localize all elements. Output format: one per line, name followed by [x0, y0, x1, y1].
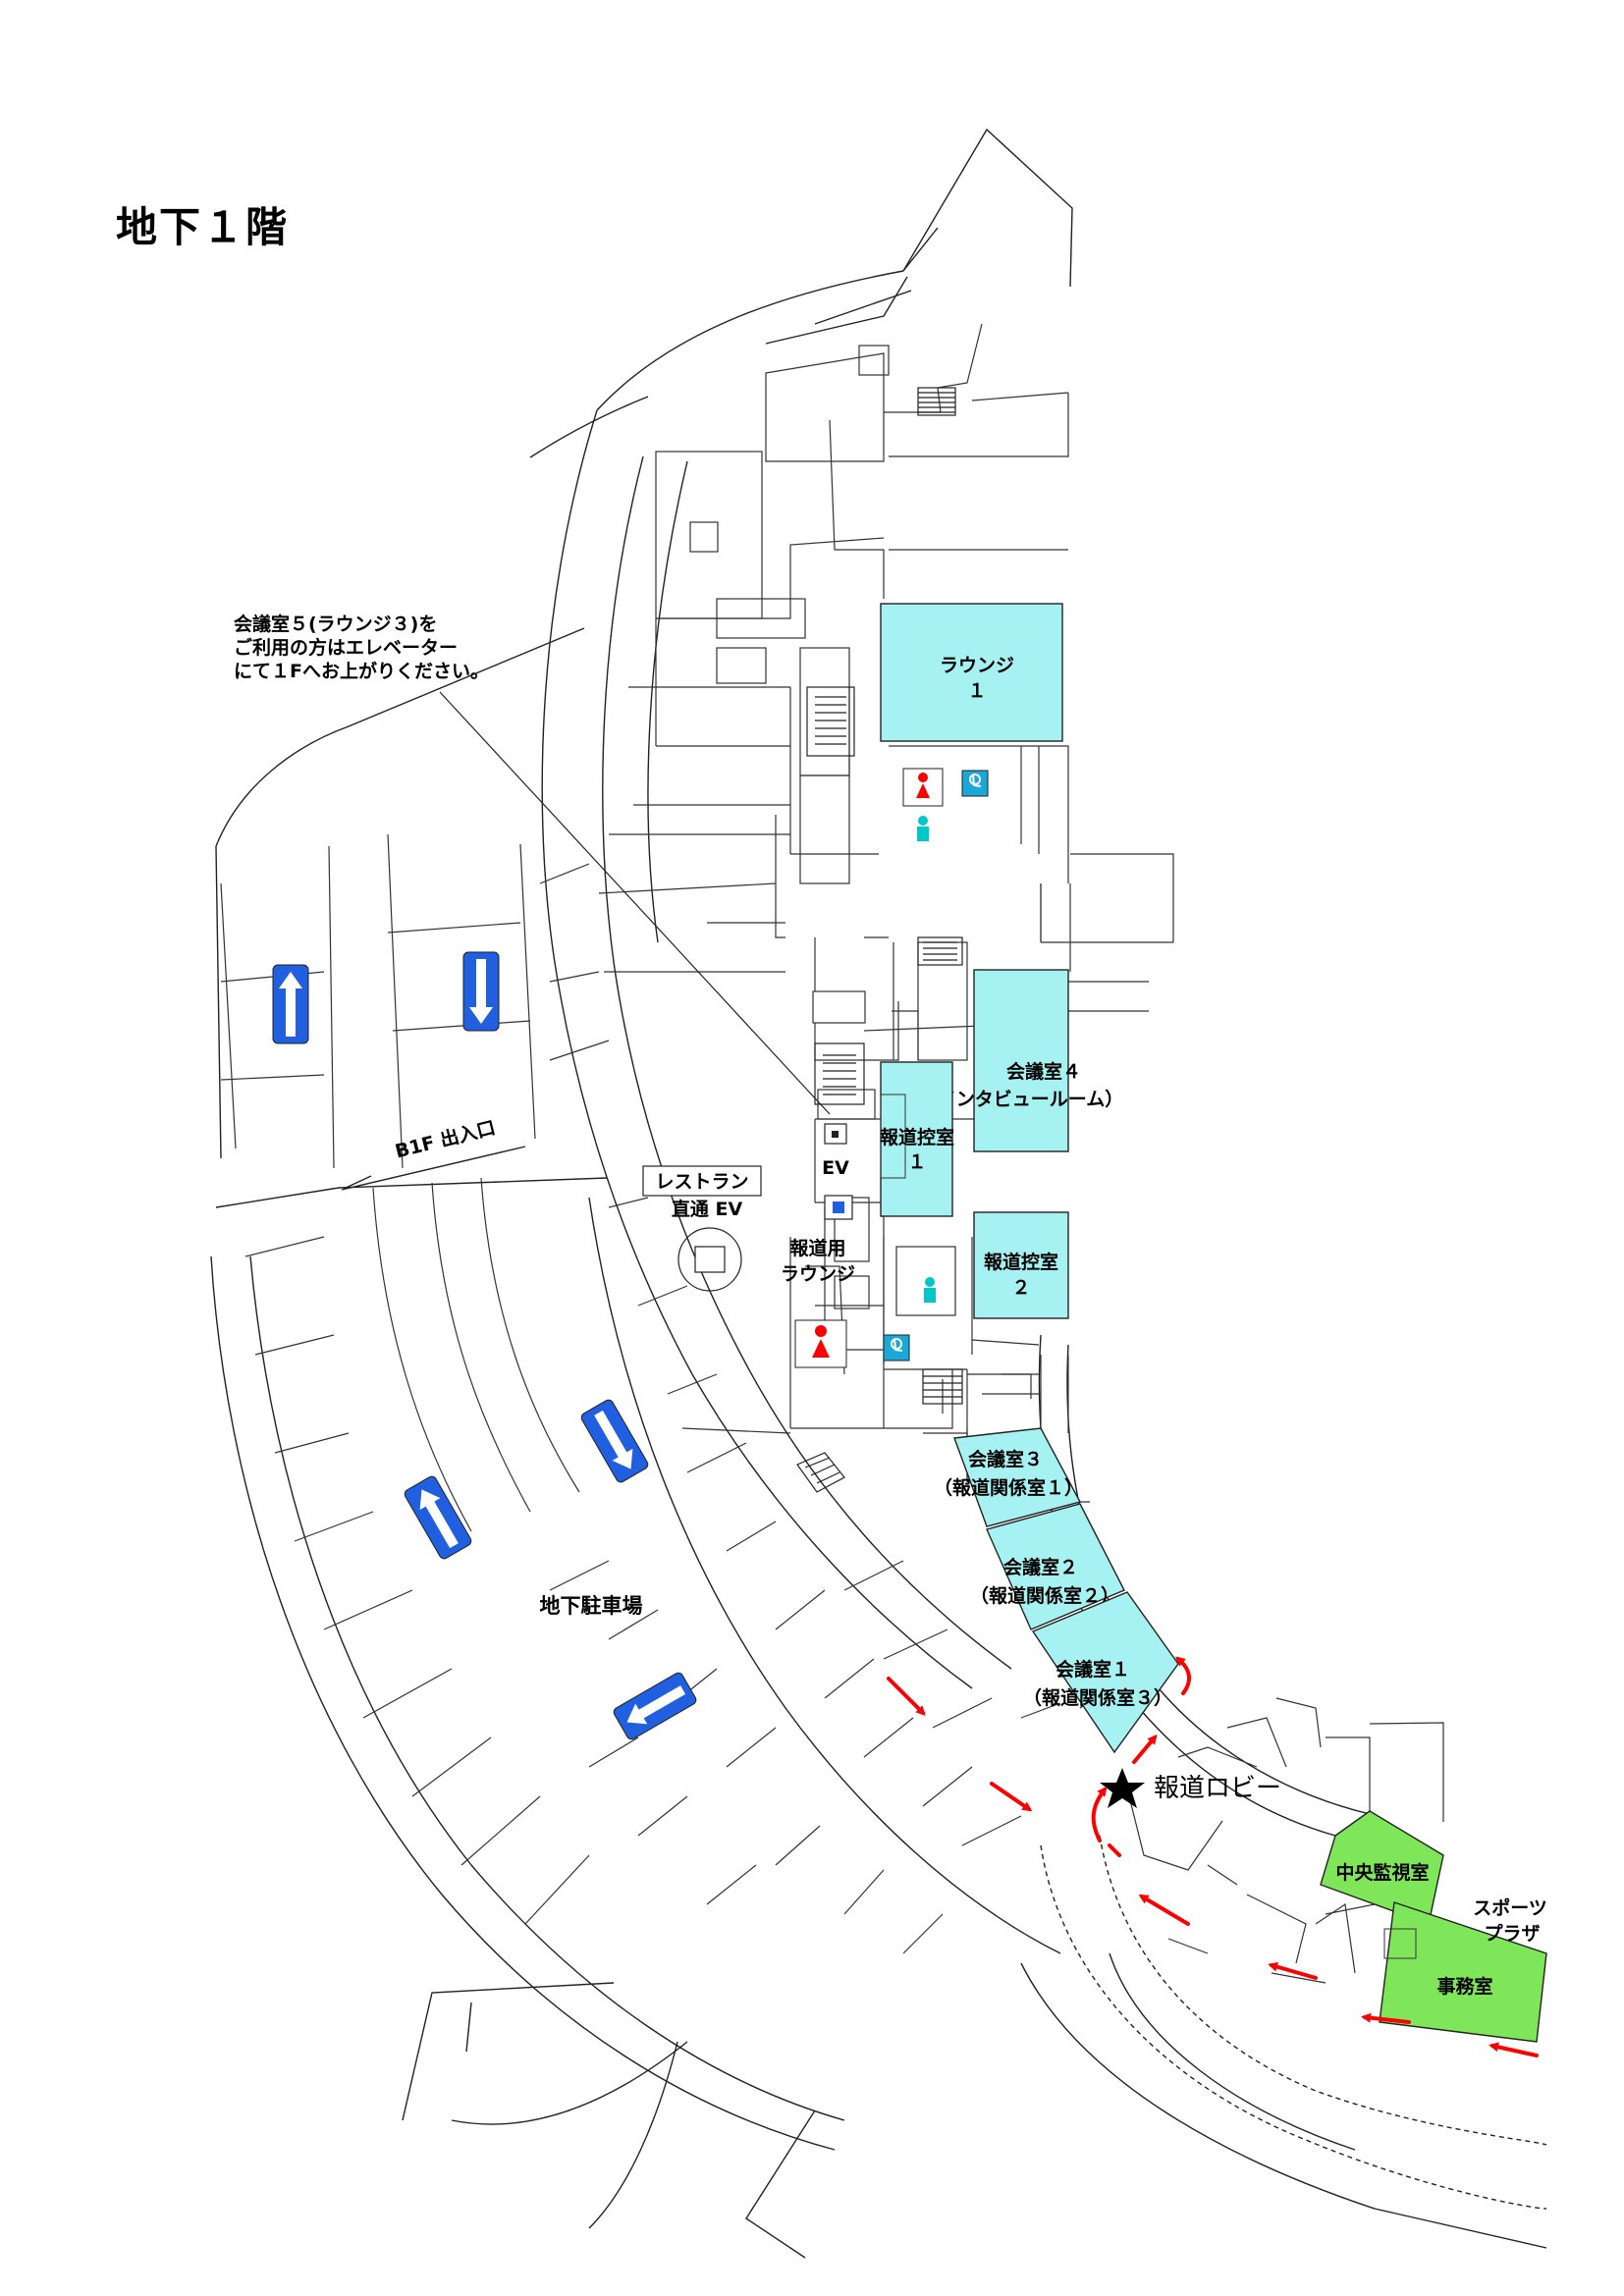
room-conference-3-name: 会議室３ — [968, 1448, 1043, 1470]
press-lobby-marker: 報道ロビー — [1100, 1768, 1281, 1808]
room-press-waiting-1-name: 報道控室 — [880, 1126, 954, 1148]
east-blocks — [1128, 1697, 1444, 1984]
restaurant-elevator-icon — [677, 1227, 742, 1292]
svg-text:報道用: 報道用 — [789, 1237, 845, 1259]
room-conference-1-name: 会議室１ — [1056, 1658, 1130, 1681]
room-press-waiting-2-name: 報道控室 — [984, 1251, 1058, 1273]
interior-walls — [598, 323, 1174, 1482]
room-conference-2[interactable]: 会議室２ （報道関係室２） — [970, 1503, 1125, 1630]
one-way-arrow-sign-icon — [580, 1399, 649, 1483]
sports-plaza-label: スポーツ プラザ — [1473, 1896, 1547, 1945]
press-lobby-label: 報道ロビー — [1154, 1774, 1281, 1803]
room-conference-4-subtitle: （インタビュールーム） — [919, 1088, 1123, 1110]
note-line-2: ご利用の方はエレベーター — [234, 637, 459, 659]
room-lounge-1-number: １ — [967, 680, 986, 702]
route-arrow-icon — [887, 1656, 1539, 2057]
note-line-3: にて１Fへお上がりください。 — [234, 661, 489, 682]
restaurant-ev-label: レストラン 直通 EV — [642, 1165, 762, 1220]
svg-text:プラザ: プラザ — [1484, 1922, 1540, 1945]
b1f-entrance-arrow-head — [343, 1175, 372, 1190]
svg-text:直通 EV: 直通 EV — [672, 1198, 743, 1220]
room-conference-1[interactable]: 会議室１ （報道関係室３） — [1023, 1591, 1179, 1754]
building-outline — [210, 128, 1547, 2259]
room-conference-3-subtitle: （報道関係室１） — [934, 1476, 1083, 1499]
svg-text:レストラン: レストラン — [655, 1171, 748, 1193]
elevator-icon — [824, 1123, 853, 1220]
room-conference-3[interactable]: 会議室３ （報道関係室１） — [934, 1427, 1083, 1527]
male-restroom-icon — [917, 816, 929, 841]
note-line-1: 会議室５(ラウンジ３)を — [234, 614, 438, 635]
b1f-entrance-arrow — [341, 1146, 526, 1191]
room-conference-4-name: 会議室４ — [1006, 1060, 1081, 1083]
stair-icon — [796, 387, 963, 1493]
room-conference-1-subtitle: （報道関係室３） — [1023, 1686, 1172, 1709]
accessible-restroom-icon — [883, 1334, 910, 1362]
one-way-arrow-sign-icon — [272, 964, 309, 1044]
b1f-entrance-label: B1F 出入口 — [393, 1116, 498, 1163]
note-pointer-line — [439, 691, 831, 1115]
svg-text:ラウンジ: ラウンジ — [781, 1263, 855, 1285]
room-press-waiting-1-number: １ — [907, 1151, 926, 1173]
room-press-waiting-2-number: ２ — [1011, 1277, 1030, 1299]
star-icon — [1100, 1768, 1145, 1808]
room-conference-4[interactable]: 会議室４ （インタビュールーム） — [919, 969, 1123, 1152]
female-restroom-icon — [794, 1319, 847, 1368]
floor-title: 地下１階 — [116, 203, 290, 251]
room-office-name: 事務室 — [1436, 1975, 1492, 1998]
one-way-arrow-sign-icon — [462, 951, 500, 1032]
one-way-arrow-sign-icon — [613, 1672, 697, 1740]
female-restroom-icon — [902, 768, 944, 807]
ev-label: EV — [822, 1157, 849, 1179]
male-restroom-icon — [924, 1277, 936, 1303]
press-lounge-label: 報道用 ラウンジ — [781, 1237, 855, 1285]
room-central-monitoring[interactable]: 中央監視室 — [1320, 1810, 1444, 1925]
room-press-waiting-2[interactable]: 報道控室 ２ — [973, 1211, 1069, 1319]
room-central-monitoring-name: 中央監視室 — [1335, 1861, 1429, 1884]
elevator-note: 会議室５(ラウンジ３)を ご利用の方はエレベーター にて１Fへお上がりください。 — [234, 613, 489, 683]
accessible-restroom-icon — [961, 770, 989, 797]
svg-text:スポーツ: スポーツ — [1473, 1896, 1547, 1919]
room-lounge-1[interactable]: ラウンジ １ — [880, 603, 1063, 742]
parking-label: 地下駐車場 — [540, 1594, 643, 1618]
room-conference-2-name: 会議室２ — [1003, 1556, 1078, 1578]
room-lounge-1-name: ラウンジ — [940, 655, 1014, 676]
room-office[interactable]: 事務室 — [1379, 1901, 1547, 2043]
room-conference-2-subtitle: （報道関係室２） — [970, 1584, 1119, 1607]
room-press-waiting-1[interactable]: 報道控室 １ — [880, 1061, 954, 1217]
one-way-arrow-sign-icon — [404, 1475, 472, 1560]
